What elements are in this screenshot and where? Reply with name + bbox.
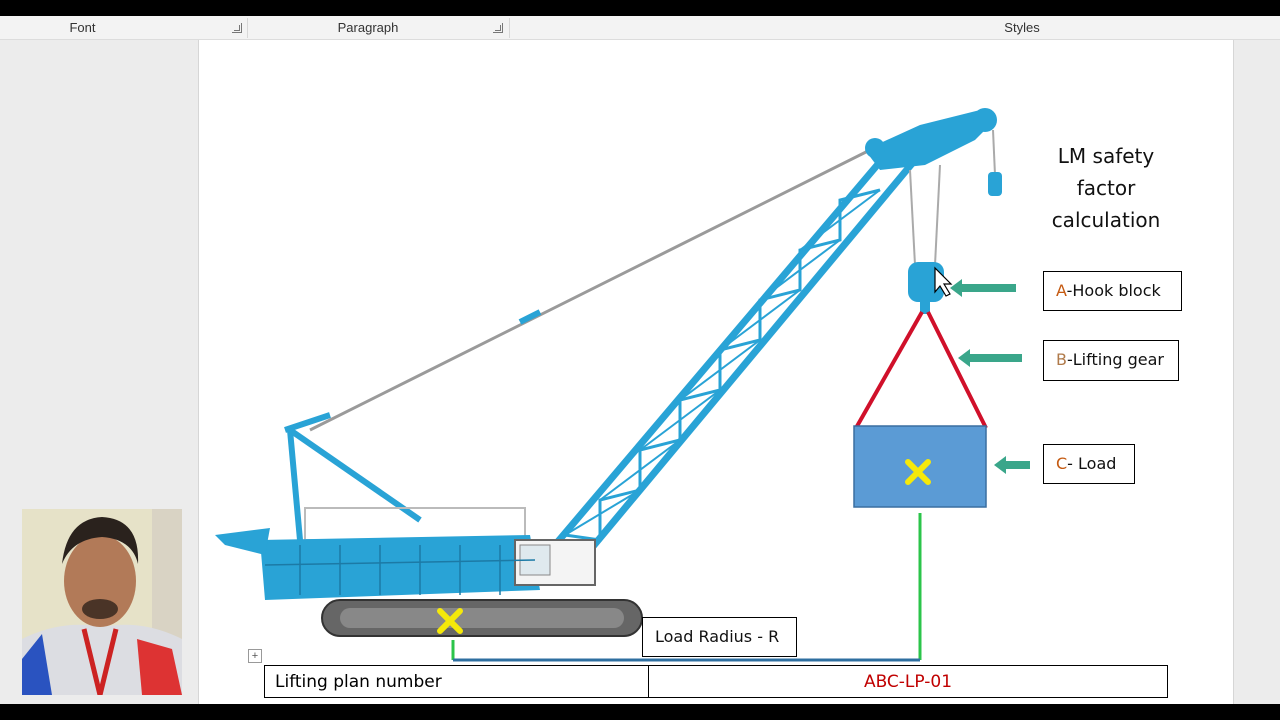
label-text: - Load [1067,454,1117,473]
crawler-tracks [321,599,643,637]
diagram-title: LM safety factor calculation [1051,144,1161,232]
ribbon-group-font[interactable]: Font [69,20,96,35]
ribbon-group-paragraph[interactable]: Paragraph [337,20,399,35]
window-bottom-strip [0,704,1280,720]
label-lifting-gear[interactable]: B-Lifting gear [1043,340,1179,381]
crane-boom [552,147,918,553]
load-radius-label[interactable]: Load Radius - R [642,617,797,657]
label-text: -Lifting gear [1066,350,1164,369]
table-move-handle-icon[interactable]: + [248,649,262,663]
move-cursor-icon [934,266,953,297]
pendant-rope [309,143,881,432]
window-top-strip [0,0,1280,16]
boom-head [865,108,997,170]
ribbon-group-styles[interactable]: Styles [1004,20,1040,35]
label-letter: C [1056,454,1068,473]
load-radius-line [451,513,922,662]
table-cell-value[interactable]: ABC-LP-01 [648,665,1168,698]
label-letter: B [1056,350,1067,369]
crane-diagram [215,108,1030,662]
lifting-plan-table: Lifting plan number ABC-LP-01 [264,665,1168,698]
label-hook-block[interactable]: A-Hook block [1043,271,1182,311]
label-text: -Hook block [1066,281,1161,300]
presenter-video [22,509,182,695]
presenter-webcam-overlay [22,509,182,695]
table-row: Lifting plan number ABC-LP-01 [264,665,1168,698]
ribbon-separator [247,18,248,38]
table-cell-label[interactable]: Lifting plan number [264,665,649,698]
ribbon-separator [509,18,510,38]
pointer-arrows [950,279,1030,474]
crane-centre-marker [437,608,463,634]
label-letter: A [1056,281,1067,300]
ribbon-group-bar: Font Paragraph Styles [0,16,1280,40]
crane-gantry [284,412,422,541]
paragraph-dialog-launcher-icon[interactable] [493,23,503,33]
font-dialog-launcher-icon[interactable] [232,23,242,33]
lifting-gear-slings [854,311,988,429]
label-load[interactable]: C- Load [1043,444,1135,484]
auxiliary-hook [988,172,1002,196]
load-centre-marker [905,459,931,485]
crane-house [215,507,596,600]
